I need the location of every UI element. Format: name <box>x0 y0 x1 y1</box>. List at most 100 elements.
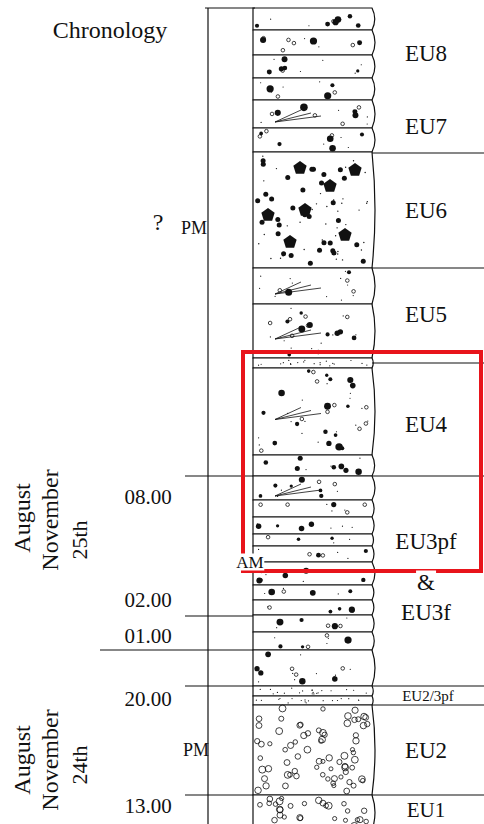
pumice <box>345 713 352 720</box>
grain <box>284 693 285 694</box>
unit-label: EU2/3pf <box>402 689 454 704</box>
clast <box>352 336 357 341</box>
pumice <box>342 801 347 806</box>
layer-outline <box>253 268 375 304</box>
pumice <box>288 772 293 777</box>
pumice <box>350 765 355 770</box>
grain <box>320 364 321 365</box>
clast <box>317 248 322 253</box>
grain <box>308 25 309 26</box>
clast <box>345 315 349 319</box>
clast <box>337 251 338 252</box>
grain <box>305 469 306 470</box>
clast <box>260 220 265 225</box>
clast <box>306 645 310 649</box>
pumice <box>293 740 298 745</box>
clast <box>278 644 282 648</box>
block-clast <box>261 208 274 221</box>
grain <box>273 693 274 694</box>
pumice <box>263 783 269 789</box>
clast <box>364 549 368 553</box>
grain <box>366 693 367 694</box>
pumice <box>353 733 358 738</box>
grain <box>323 700 324 701</box>
grain <box>267 606 268 607</box>
grain <box>279 698 280 699</box>
clast <box>320 193 321 194</box>
grain <box>346 617 347 618</box>
grain <box>304 699 305 700</box>
pumice <box>272 817 278 823</box>
clast <box>277 142 281 146</box>
pumice <box>279 716 284 721</box>
grain <box>341 300 342 301</box>
layer-outline <box>253 562 375 585</box>
block-clast <box>338 228 351 241</box>
clast <box>264 460 269 465</box>
unit-label: EU7 <box>405 115 447 138</box>
grain <box>336 431 337 432</box>
clast <box>326 410 330 414</box>
frame-line <box>372 267 484 268</box>
grain <box>283 588 284 589</box>
pumice <box>333 816 337 820</box>
layer-outline <box>253 546 374 562</box>
pumice <box>360 722 366 728</box>
chronology-label: AM <box>235 554 264 571</box>
clast <box>316 203 317 204</box>
grain <box>326 504 327 505</box>
clast <box>323 429 327 433</box>
block-clast <box>283 235 296 248</box>
grain <box>343 315 344 316</box>
clast <box>343 468 348 473</box>
grain <box>271 91 272 92</box>
grain <box>260 689 261 690</box>
grain <box>300 71 301 72</box>
grain <box>330 466 331 467</box>
pumice <box>319 739 324 744</box>
pumice <box>255 787 262 794</box>
layer-outline <box>253 500 374 517</box>
clast <box>276 95 280 99</box>
clast <box>339 624 343 628</box>
clast <box>358 209 359 210</box>
pumice <box>331 776 337 782</box>
frame-line <box>372 152 484 153</box>
clast <box>309 167 314 172</box>
clast <box>300 187 305 192</box>
pumice <box>320 729 327 736</box>
clast <box>332 623 338 629</box>
clast <box>281 48 285 52</box>
clast <box>299 222 300 223</box>
clast <box>328 240 333 245</box>
cross-bedding <box>275 490 321 496</box>
grain <box>326 643 327 644</box>
clast <box>266 535 270 539</box>
chronology-label: 08.00 <box>124 487 171 508</box>
clast <box>352 290 356 294</box>
clast <box>256 578 262 584</box>
clast <box>276 524 279 527</box>
grain <box>258 549 259 550</box>
grain <box>311 690 312 691</box>
pumice <box>267 801 272 806</box>
clast <box>342 176 347 181</box>
grain <box>367 123 368 124</box>
pumice <box>297 722 303 728</box>
clast <box>357 106 361 110</box>
clast <box>300 417 304 421</box>
clast <box>330 83 334 87</box>
clast <box>269 196 274 201</box>
grain <box>361 363 362 364</box>
clast <box>304 315 308 319</box>
clast <box>310 37 317 44</box>
grain <box>340 19 341 20</box>
layer-outline <box>253 600 374 615</box>
clast <box>256 523 261 528</box>
clast <box>280 258 281 259</box>
grain <box>348 147 349 148</box>
clast <box>277 619 284 626</box>
pumice <box>326 777 330 781</box>
grain <box>311 348 312 349</box>
grain <box>305 701 306 702</box>
